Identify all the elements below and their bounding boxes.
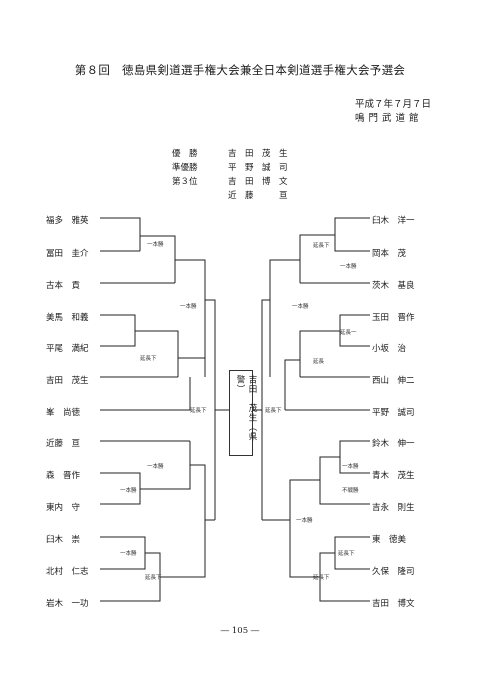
note-encho-8: 延長下 [313,575,330,581]
right-player-5: 小坂 治 [372,344,407,354]
right-player-11: 東 徳美 [372,535,407,545]
note-ippon-8: 一本勝 [342,464,359,470]
left-player-6: 吉田 茂生 [46,376,89,386]
right-player-7: 平野 誠司 [372,408,415,418]
left-player-13: 岩木 一功 [46,599,89,609]
page-title: 第８回 徳島県剣道選手権大会兼全日本剣道選手権大会予選会 [74,63,406,77]
right-player-4: 玉田 晋作 [372,313,415,323]
note-encho-1: 延長下 [140,356,157,362]
right-player-2: 岡本 茂 [372,249,407,259]
note-ippon-2: 一本勝 [180,304,197,310]
champion-name: 吉田 茂生（県警） [235,375,257,442]
note-ippon-5: 一本勝 [120,551,137,557]
note-encho-7: 延長下 [338,551,355,557]
note-ippon-4: 一本勝 [120,488,137,494]
result-name-2nd: 平 野 誠 司 [228,163,288,173]
note-ippon-7: 一本勝 [292,304,309,310]
champion-box: 吉田 茂生（県警） [229,370,257,456]
note-encho-4: 延長下 [313,243,330,249]
result-name-3rd-a: 吉 田 博 文 [228,177,288,187]
event-date: 平成７年７月７日 [355,99,432,110]
result-name-1st: 吉 田 茂 生 [228,149,288,159]
right-player-6: 西山 伸二 [372,376,415,386]
left-player-1: 福多 雅英 [46,216,89,226]
left-player-9: 森 晋作 [46,471,81,481]
left-player-7: 峯 尚徳 [46,408,81,418]
left-player-10: 東内 守 [46,503,81,513]
note-ippon-9: 一本勝 [296,518,313,524]
result-label-2nd: 準優勝 [172,163,198,173]
note-fusen: 不戦勝 [342,488,359,494]
result-label-3rd: 第３位 [172,177,198,187]
note-encho-3: 延長下 [145,575,162,581]
result-label-1st: 優 勝 [172,149,198,159]
note-ippon-3: 一本勝 [147,464,164,470]
event-venue: 鳴門武道館 [355,113,423,124]
right-player-12: 久保 隆司 [372,567,415,577]
left-player-5: 平尾 満紀 [46,344,89,354]
right-player-9: 青木 茂生 [372,471,415,481]
left-player-12: 北村 仁志 [46,567,89,577]
note-ippon-1: 一本勝 [147,242,164,248]
right-player-3: 茨木 基良 [372,281,415,291]
left-player-8: 近藤 亘 [46,439,81,449]
right-player-8: 鈴木 伸一 [372,439,415,449]
note-encho-5: 延長 [313,359,325,365]
result-name-3rd-b: 近 藤 亘 [228,191,288,201]
right-player-1: 臼木 洋一 [372,216,415,226]
note-ippon-6: 一本勝 [340,264,357,270]
note-encho-2: 延長下 [190,408,207,414]
note-enchoichi: 延長一 [340,330,357,336]
right-player-13: 吉田 博文 [372,599,415,609]
note-encho-6: 延長下 [265,408,282,414]
page-number: ― 105 ― [220,626,260,636]
left-player-11: 臼木 崇 [46,535,81,545]
left-player-4: 美馬 和義 [46,313,89,323]
left-player-2: 冨田 圭介 [46,249,89,259]
right-player-10: 吉永 則生 [372,503,415,513]
left-player-3: 古本 貢 [46,281,81,291]
